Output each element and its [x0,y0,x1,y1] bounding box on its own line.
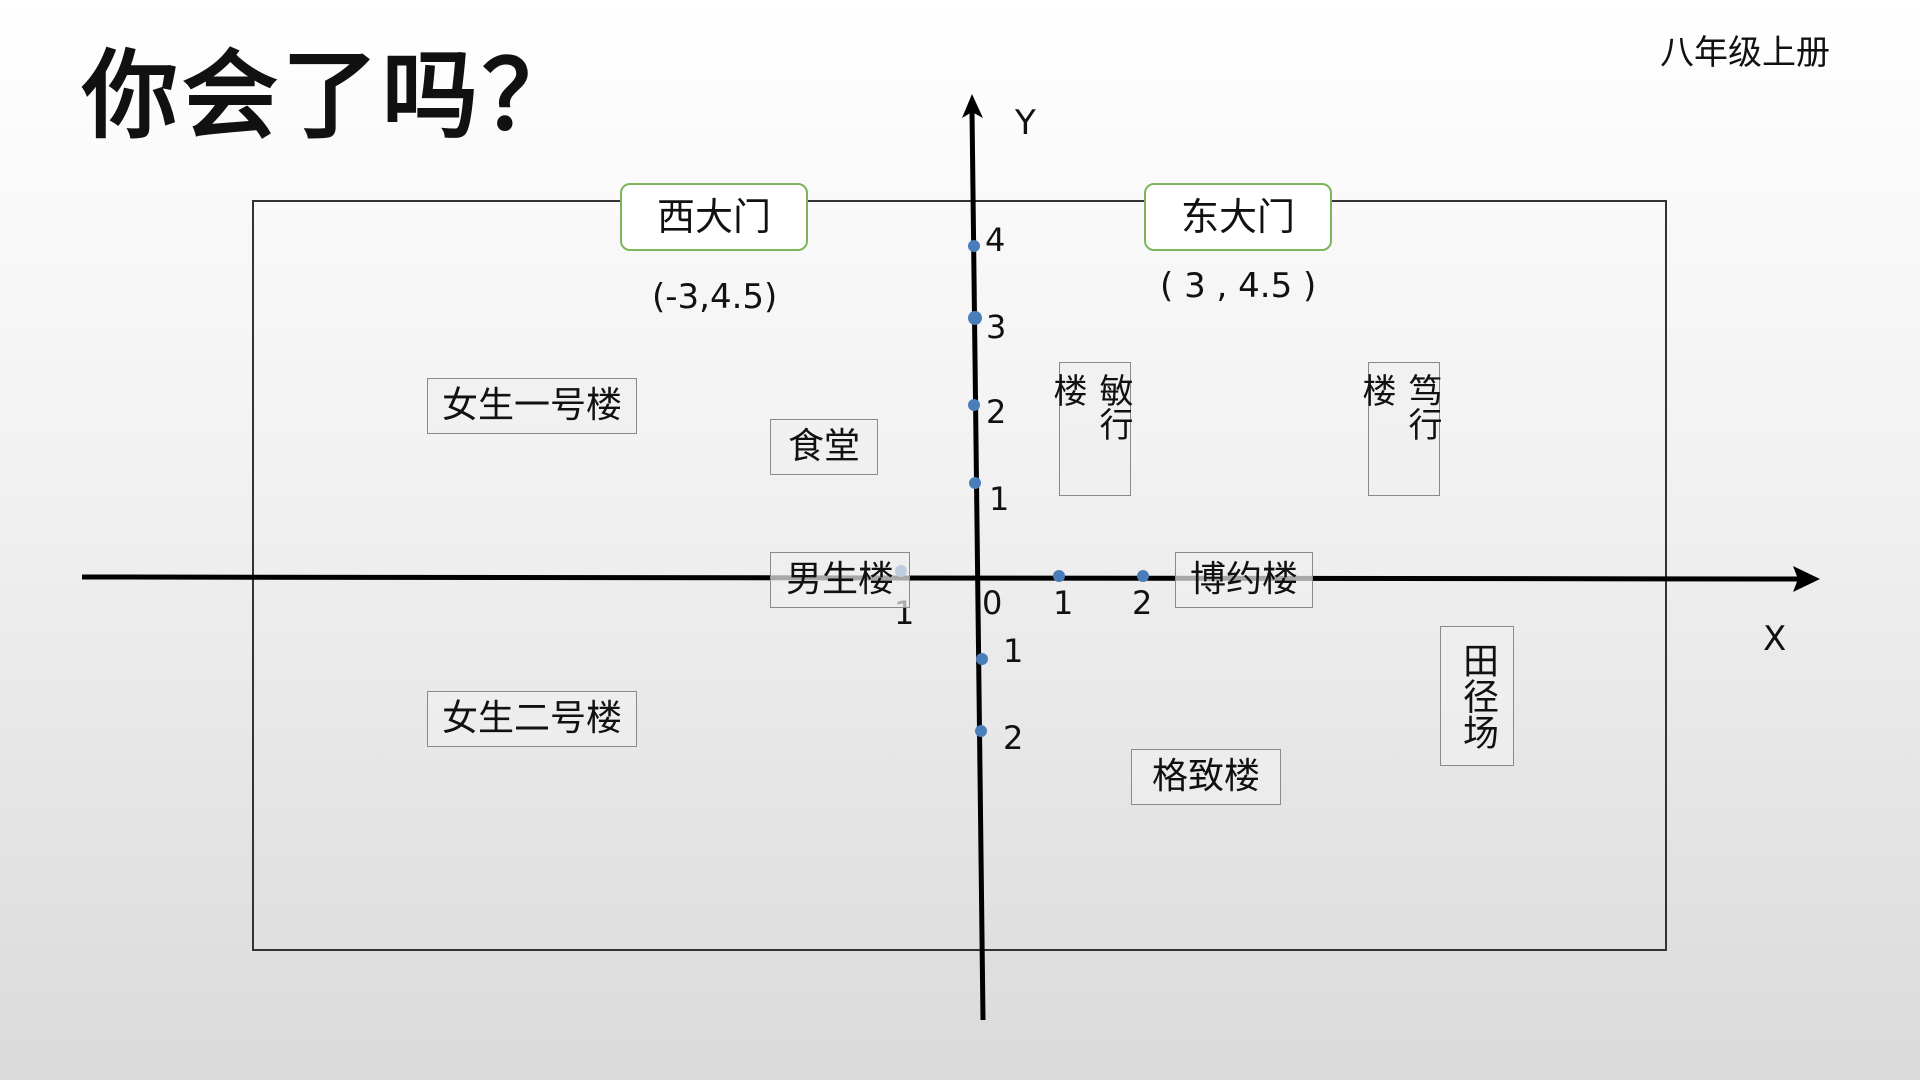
building-boys-dorm[interactable]: 男生楼 [770,552,910,608]
y-axis [969,109,986,1021]
west-gate[interactable]: 西大门 [620,183,808,251]
y-axis-label: Y [1015,103,1036,143]
building-canteen[interactable]: 食堂 [770,419,878,475]
west-gate-coord: (-3,4.5) [652,277,778,317]
y-point-3 [968,311,982,325]
building-track-field[interactable]: 田径场 [1440,626,1514,766]
y-point-1 [969,477,981,489]
x-axis-arrow [1793,566,1820,592]
origin-label: 0 [982,584,1003,622]
slide-title: 你会了吗？ [82,40,582,152]
y-tick-label: 1 [989,480,1010,518]
east-gate[interactable]: 东大门 [1144,183,1332,251]
building-minxing-label: 敏行 [1093,373,1133,441]
building-duxing-label: 笃行 [1402,373,1442,441]
x-axis-label: X [1763,619,1787,659]
x-point-1 [1053,570,1065,582]
building-girls-dorm-2[interactable]: 女生二号楼 [427,691,637,747]
building-girls-dorm-1[interactable]: 女生一号楼 [427,378,637,434]
y-point-2 [968,399,980,411]
y-tick-label: 2 [986,393,1007,431]
building-minxing-label: 楼 [1047,373,1087,407]
y-point-neg1 [976,653,988,665]
y-tick-label: 2 [1003,719,1024,757]
building-boyue[interactable]: 博约楼 [1175,552,1313,608]
building-gezhi[interactable]: 格致楼 [1131,749,1281,805]
y-tick-label: 1 [1003,632,1024,670]
y-axis-arrow [962,94,983,118]
building-minxing[interactable]: 敏行 楼 [1047,362,1133,496]
y-tick-label: 4 [985,221,1006,259]
building-duxing-label: 楼 [1356,373,1396,407]
grade-label: 八年级上册 [1660,33,1830,73]
x-point-2 [1137,570,1149,582]
x-axis [81,574,1801,582]
east-gate-coord: ( 3 , 4.5 ) [1160,266,1317,306]
x-tick-label: 1 [1053,584,1074,622]
y-point-neg2 [975,725,987,737]
x-tick-label: 2 [1132,584,1153,622]
y-point-4 [968,240,980,252]
y-tick-label: 3 [986,308,1007,346]
building-duxing[interactable]: 笃行 楼 [1356,362,1442,496]
